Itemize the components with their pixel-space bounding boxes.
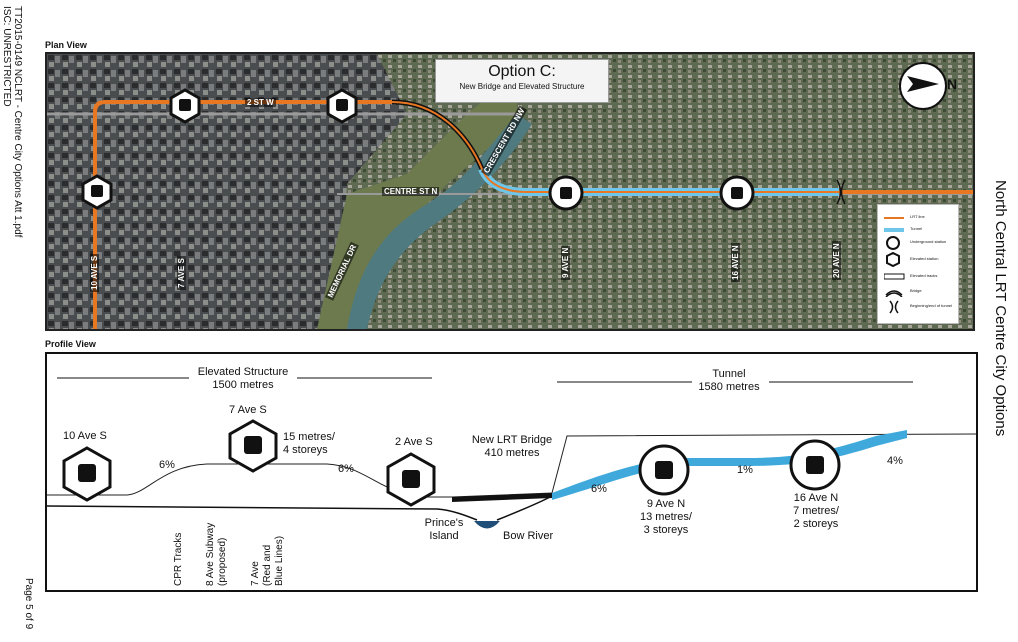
elevated-structure-label: Elevated Structure 1500 metres xyxy=(197,366,289,391)
north-label: N xyxy=(947,76,958,92)
elevated-track-core xyxy=(391,101,483,170)
north-arrow-icon xyxy=(899,62,947,110)
grade-label-d: 1% xyxy=(737,464,753,476)
profile-station-7-ave-s xyxy=(228,419,278,473)
tunnel-portal-icon xyxy=(836,179,846,205)
option-title-box: Option C: New Bridge and Elevated Struct… xyxy=(435,59,609,103)
profile-drawing xyxy=(47,377,976,529)
label-cpr-tracks: CPR Tracks xyxy=(173,532,184,586)
park-area xyxy=(317,74,517,329)
station-7-ave-s xyxy=(169,88,201,124)
grade-label-c: 6% xyxy=(591,483,607,495)
grade-label-b: 6% xyxy=(338,463,354,475)
tunnel-label: Tunnel 1580 metres xyxy=(698,368,760,393)
option-title: Option C: xyxy=(488,63,556,80)
station-16-ave-n xyxy=(719,175,755,211)
ground-line-south xyxy=(47,505,478,521)
bow-river-water xyxy=(474,521,500,529)
station-9-ave-n xyxy=(548,175,584,211)
label-2-ave-s: 2 Ave S xyxy=(395,436,433,448)
lrt-line-downtown xyxy=(93,100,392,329)
page-number-text: Page 5 of 9 xyxy=(23,578,34,630)
label-princes-island: Prince's Island xyxy=(424,517,464,542)
profile-station-9-ave-n xyxy=(638,444,690,496)
plan-view-label: Plan View xyxy=(45,40,87,50)
road-label-2st: 2 ST W xyxy=(245,98,276,107)
grade-label-e: 4% xyxy=(887,455,903,467)
label-7-ave-height: 15 metres/ 4 storeys xyxy=(283,431,335,456)
label-8-ave-subway: 8 Ave Subway (proposed) xyxy=(205,522,228,586)
label-7-ave-lines: 7 Ave (Red and Blue Lines) xyxy=(250,535,285,586)
profile-view-label: Profile View xyxy=(45,339,96,349)
page-number: Page 5 of 9 xyxy=(22,578,34,638)
document-title-text: North Central LRT Centre City Options xyxy=(992,180,1009,437)
road-label-9-ave-n: 9 AVE N xyxy=(561,245,570,280)
label-16-ave-n: 16 Ave N 7 metres/ 2 storeys xyxy=(793,492,839,530)
classification-text: ISC: UNRESTRICTED xyxy=(1,6,12,107)
profile-station-2-ave-s xyxy=(386,452,436,507)
label-10-ave-s: 10 Ave S xyxy=(63,430,107,442)
station-10-ave-s xyxy=(81,174,113,210)
label-new-lrt-bridge: New LRT Bridge 410 metres xyxy=(471,434,553,459)
file-reference-text: TT2015-0149 NCLRT - Centre City Options … xyxy=(12,6,23,238)
road-label-10-ave-s: 10 AVE S xyxy=(90,253,99,292)
option-subtitle: New Bridge and Elevated Structure xyxy=(459,82,585,91)
road-label-16-ave-n: 16 AVE N xyxy=(731,243,740,282)
label-9-ave-n: 9 Ave N 13 metres/ 3 storeys xyxy=(640,498,692,536)
label-7-ave-s: 7 Ave S xyxy=(229,404,267,416)
side-file-reference: TT2015-0149 NCLRT - Centre City Options … xyxy=(1,6,32,246)
road-label-7-ave-s: 7 AVE S xyxy=(177,256,186,290)
map-legend: LRT line Tunnel Underground station Elev… xyxy=(877,204,959,324)
new-lrt-bridge-deck xyxy=(452,493,552,502)
downtown-area xyxy=(47,54,407,329)
road-label-centre: CENTRE ST N xyxy=(382,187,440,196)
profile-view: Elevated Structure 1500 metres Tunnel 15… xyxy=(45,352,978,592)
document-title: North Central LRT Centre City Options xyxy=(985,180,1015,480)
grade-label-a: 6% xyxy=(159,459,175,471)
label-bow-river: Bow River xyxy=(503,530,554,542)
tunnel-profile xyxy=(552,430,907,500)
road-label-20-ave-n: 20 AVE N xyxy=(832,241,841,280)
station-2-ave-s xyxy=(326,88,358,124)
plan-view-map: Option C: New Bridge and Elevated Struct… xyxy=(45,52,975,331)
profile-station-10-ave-s xyxy=(62,446,112,502)
profile-station-16-ave-n xyxy=(789,439,841,491)
